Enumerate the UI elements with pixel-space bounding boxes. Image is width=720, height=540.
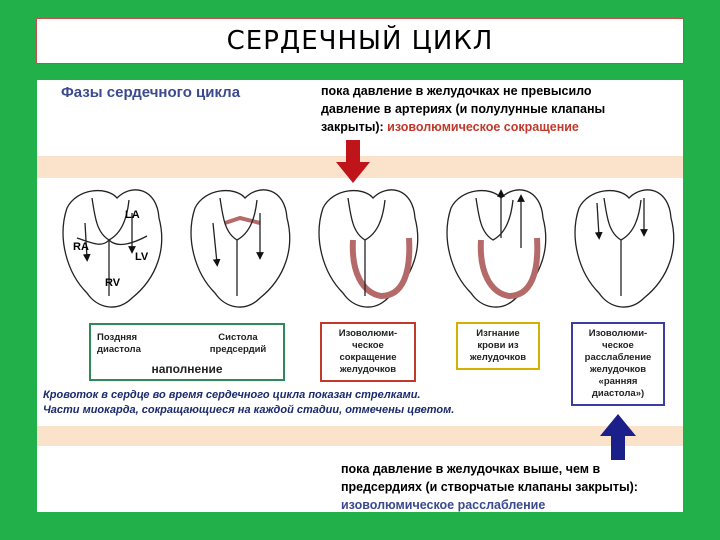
slide-title: СЕРДЕЧНЫЙ ЦИКЛ bbox=[226, 26, 494, 56]
caption-line1: Кровоток в сердце во время сердечного ци… bbox=[43, 389, 421, 401]
top-note-line2: давление в артериях (и полулунные клапан… bbox=[321, 102, 606, 116]
down-arrow bbox=[336, 140, 370, 183]
isovolumic-contraction-label: Изоволюми-ческое сокращение желудочков bbox=[338, 328, 398, 375]
diagram-panel: Фазы сердечного цикла пока давление в же… bbox=[37, 80, 683, 512]
isovolumic-contraction-box: Изоволюми-ческое сокращение желудочков bbox=[320, 322, 416, 382]
heart-3 bbox=[318, 189, 419, 308]
bottom-band bbox=[37, 426, 683, 446]
isovolumic-relaxation-box: Изоволюми-ческое расслабление желудочков… bbox=[571, 322, 665, 406]
top-note-prefix: закрыты): bbox=[321, 120, 388, 134]
phases-title: Фазы сердечного цикла bbox=[61, 84, 241, 101]
heart-diagrams: LA RA LV RV bbox=[62, 189, 675, 308]
bottom-note-line1: пока давление в желудочках выше, чем в bbox=[341, 462, 601, 476]
heart-1 bbox=[62, 189, 163, 308]
top-note-line3: закрыты): изоволюмическое сокращение bbox=[321, 118, 605, 136]
top-note-highlight: изоволюмическое сокращение bbox=[387, 120, 579, 134]
bottom-note-line2: предсердиях (и створчатые клапаны закрыт… bbox=[341, 480, 638, 494]
bottom-note: пока давление в желудочках выше, чем в п… bbox=[341, 460, 638, 512]
caption: Кровоток в сердце во время сердечного ци… bbox=[43, 388, 454, 418]
label-ra: RA bbox=[73, 241, 89, 253]
top-note-line1: пока давление в желудочках не превысило bbox=[321, 84, 592, 98]
label-lv: LV bbox=[135, 251, 149, 263]
label-rv: RV bbox=[105, 277, 121, 289]
atrial-systole-label: Систола предсердий bbox=[209, 332, 267, 355]
heart-4 bbox=[446, 189, 547, 308]
caption-line2: Части миокарда, сокращающиеся на каждой … bbox=[43, 404, 455, 416]
late-diastole-label: Поздняя диастола bbox=[97, 332, 141, 355]
top-note: пока давление в желудочках не превысило … bbox=[321, 82, 605, 136]
heart-2 bbox=[190, 189, 291, 308]
filling-box: наполнение bbox=[89, 323, 285, 381]
filling-label: наполнение bbox=[151, 362, 223, 376]
ejection-box: Изгнание крови из желудочков bbox=[456, 322, 540, 370]
heart-5 bbox=[574, 189, 675, 308]
label-la: LA bbox=[125, 209, 140, 221]
slide-title-box: СЕРДЕЧНЫЙ ЦИКЛ bbox=[36, 18, 684, 64]
bottom-note-line3: изоволюмическое расслабление bbox=[341, 498, 546, 512]
ejection-label: Изгнание крови из желудочков bbox=[469, 328, 527, 363]
isovolumic-relaxation-label: Изоволюми-ческое расслабление желудочков… bbox=[584, 328, 652, 399]
up-arrow bbox=[600, 414, 636, 460]
